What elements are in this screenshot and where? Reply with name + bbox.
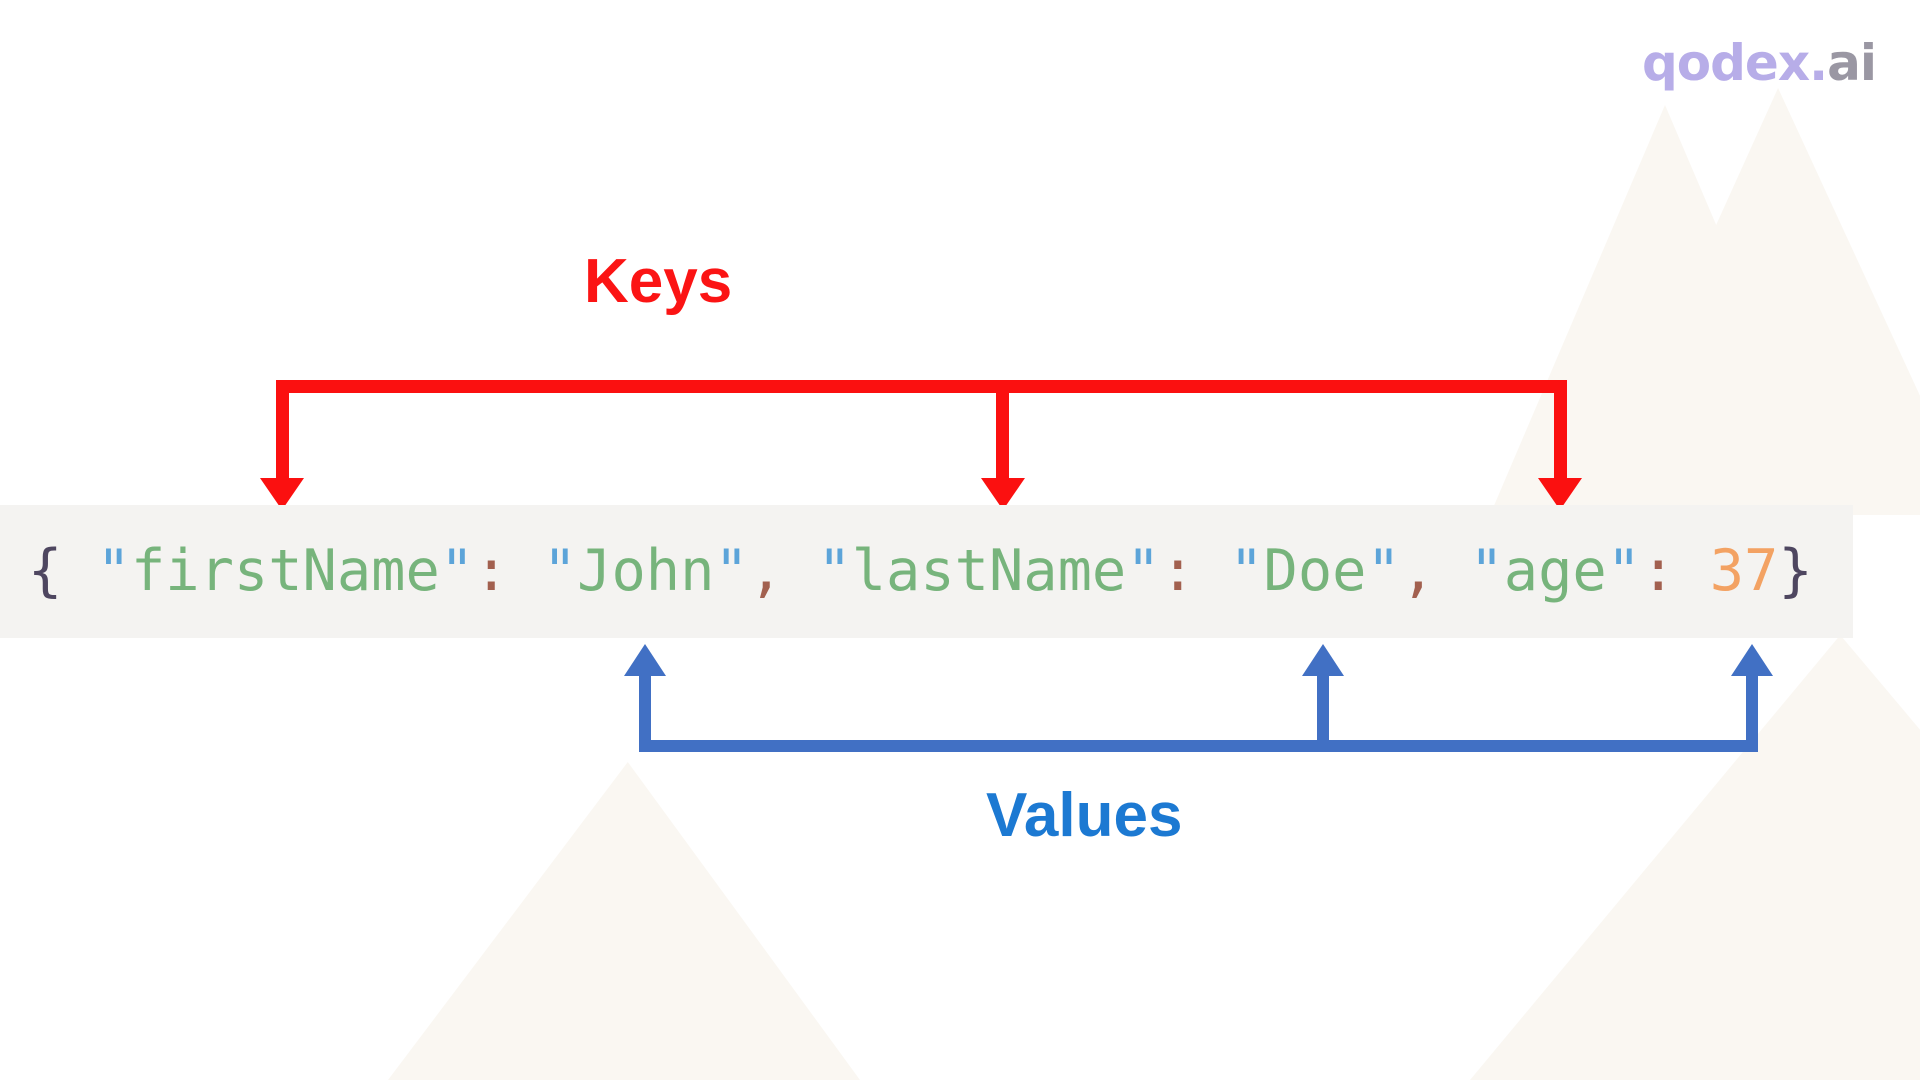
code-token-key: age <box>1503 538 1607 604</box>
logo-dot: . <box>1809 34 1828 92</box>
keys-bracket-bar <box>276 380 1567 393</box>
code-token-quote: " <box>1469 538 1504 604</box>
keys-arrow-age-head-icon <box>1538 478 1582 510</box>
values-label: Values <box>986 781 1183 850</box>
keys-label: Keys <box>584 247 733 316</box>
code-token-quote: " <box>439 538 475 604</box>
values-arrow-37-head-icon <box>1731 644 1773 676</box>
watermark-triangle-bottom-right <box>1470 635 1920 1080</box>
values-bracket-bar <box>639 740 1758 752</box>
code-token-quote: " <box>96 538 131 604</box>
keys-arrow-lastname-shaft <box>996 380 1009 479</box>
code-token-quote: " <box>1126 538 1161 604</box>
keys-arrow-age-shaft <box>1554 380 1567 479</box>
code-token-quote: " <box>542 538 578 604</box>
code-token-string: John <box>577 538 715 604</box>
code-token-brace: { <box>28 538 97 604</box>
keys-arrow-firstname-head-icon <box>260 478 304 510</box>
values-arrow-37-shaft <box>1746 675 1758 740</box>
code-token-punct: : <box>1160 538 1230 604</box>
code-token-key: firstName <box>130 538 440 604</box>
code-token-punct: , <box>748 538 818 604</box>
watermark-triangle-bottom-center <box>388 762 860 1080</box>
code-token-quote: " <box>1606 538 1642 604</box>
code-strip-background <box>0 505 1853 638</box>
code-token-punct: , <box>1400 538 1470 604</box>
code-token-brace: } <box>1778 538 1813 604</box>
keys-arrow-lastname-head-icon <box>981 478 1025 510</box>
values-arrow-doe-head-icon <box>1302 644 1344 676</box>
code-token-quote: " <box>817 538 852 604</box>
code-token-quote: " <box>1229 538 1264 604</box>
code-token-quote: " <box>1366 538 1401 604</box>
code-token-string: Doe <box>1263 538 1367 604</box>
logo: qodex.ai <box>1642 26 1877 100</box>
code-line: { "firstName": "John", "lastName": "Doe"… <box>28 505 1813 638</box>
values-arrow-doe-shaft <box>1317 675 1329 740</box>
code-token-key: lastName <box>851 538 1127 604</box>
code-token-punct: : <box>1641 538 1710 604</box>
logo-suffix-text: ai <box>1827 34 1877 92</box>
code-token-punct: : <box>474 538 543 604</box>
code-token-quote: " <box>714 538 749 604</box>
keys-arrow-firstname-shaft <box>276 380 289 479</box>
values-arrow-john-shaft <box>639 675 651 740</box>
code-token-number: 37 <box>1709 538 1779 604</box>
logo-brand-text: qodex <box>1642 34 1810 92</box>
values-arrow-john-head-icon <box>624 644 666 676</box>
